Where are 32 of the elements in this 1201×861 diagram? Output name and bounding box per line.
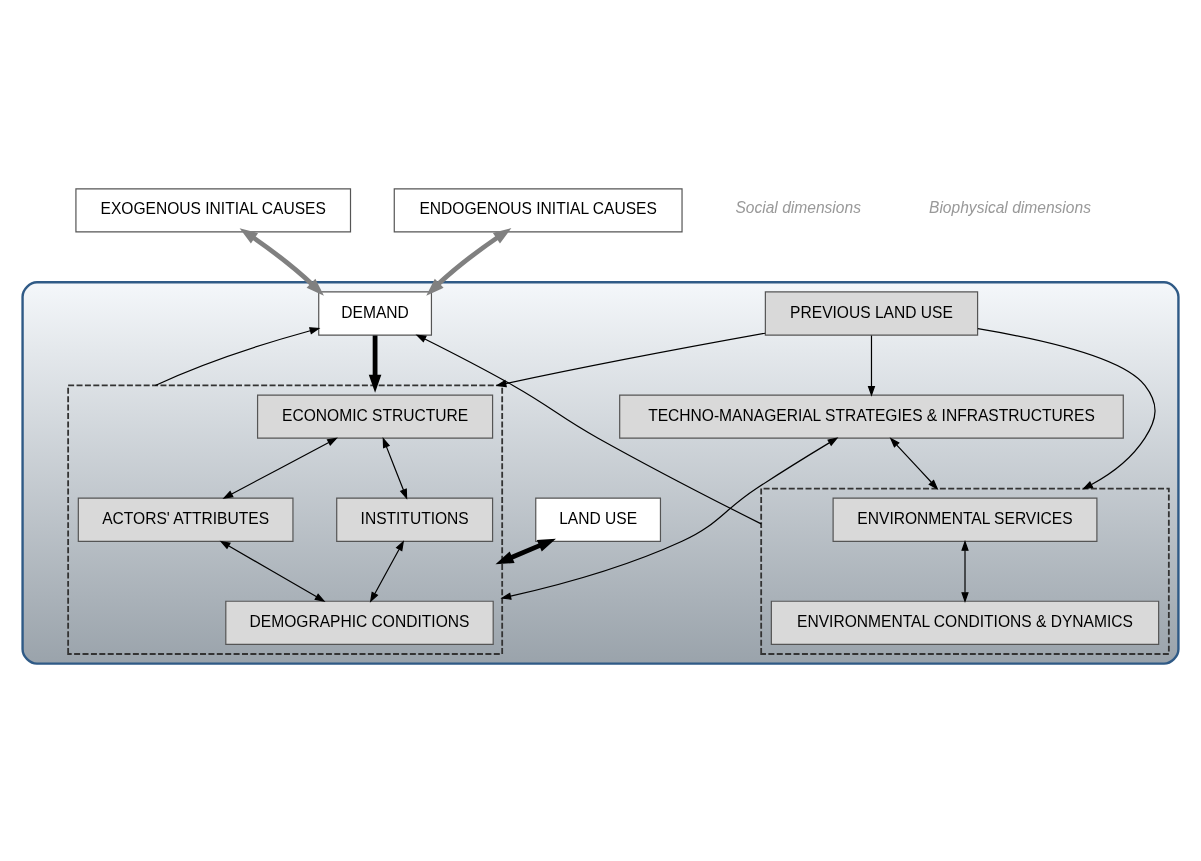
arrow — [500, 436, 839, 600]
arrow — [867, 334, 876, 397]
label: Social dimensions — [735, 198, 861, 216]
arrow — [219, 540, 326, 602]
node-box: INSTITUTIONS — [336, 497, 494, 542]
node-box: DEMAND — [318, 290, 433, 336]
cluster — [760, 487, 1170, 655]
arrow — [961, 539, 969, 603]
node-box: ACTORS' ATTRIBUTES — [77, 497, 294, 542]
arrow — [495, 332, 766, 387]
label: Biophysical dimensions — [929, 198, 1091, 216]
arrow — [239, 227, 324, 296]
node-box: EXOGENOUS INITIAL CAUSES — [75, 187, 352, 233]
arrow — [154, 326, 321, 386]
node-box: TECHNO-MANAGERIAL STRATEGIES & INFRASTRUCTURES — [619, 393, 1124, 439]
cluster — [67, 384, 504, 655]
node-box: ENDOGENOUS INITIAL CAUSES — [393, 187, 683, 233]
node-box: DEMOGRAPHIC CONDITIONS — [225, 600, 494, 645]
arrow — [977, 327, 1156, 489]
arrow — [368, 335, 382, 393]
node-box: ENVIRONMENTAL SERVICES — [832, 497, 1098, 542]
node-box: PREVIOUS LAND USE — [764, 290, 979, 336]
arrow — [426, 227, 512, 296]
arrow — [495, 538, 556, 564]
node-box: LAND USE — [535, 497, 662, 542]
node-box: ENVIRONMENTAL CONDITIONS & DYNAMICS — [770, 600, 1160, 645]
node-box: ECONOMIC STRUCTURE — [256, 393, 494, 439]
arrow — [889, 436, 939, 490]
arrow — [369, 539, 405, 603]
arrow — [415, 333, 762, 524]
arrow — [222, 437, 338, 499]
arrow — [382, 436, 408, 500]
